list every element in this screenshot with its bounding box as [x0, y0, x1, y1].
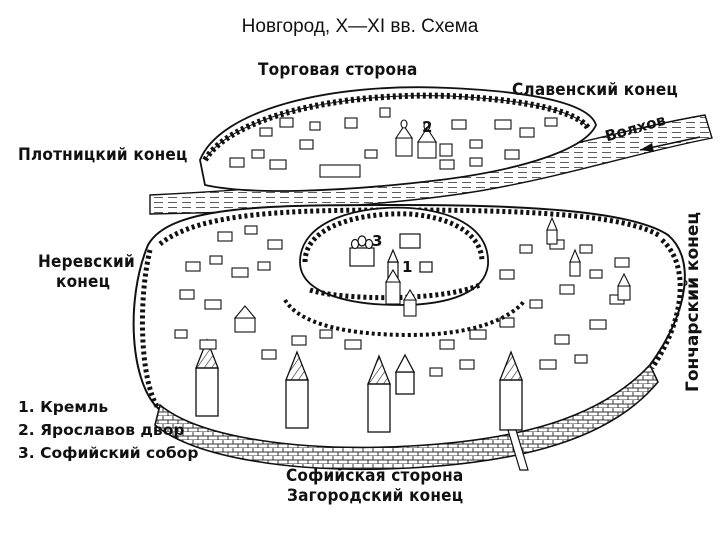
label-torgovaya-storona: Торговая сторона	[258, 60, 418, 80]
marker-1-kremlin: 1	[402, 258, 413, 276]
legend: 1. Кремль 2. Ярославов двор 3. Софийский…	[18, 396, 198, 465]
marker-2-yaroslav-court: 2	[422, 118, 433, 136]
label-plotnitsky-konets: Плотницкий конец	[18, 145, 188, 165]
label-slavensky-konets: Славенский конец	[512, 80, 678, 100]
sofia-side-area	[132, 203, 686, 471]
sofia-side-buildings	[174, 216, 631, 377]
label-zagorodsky-konets: Загородский конец	[287, 486, 464, 506]
inner-rampart	[283, 298, 527, 338]
label-nerevsky-line1: Неревский	[38, 252, 135, 272]
page-title: Новгород, X—XI вв. Схема	[241, 16, 479, 37]
marker-3-sofia-cathedral: 3	[372, 232, 383, 250]
trade-side-area	[199, 86, 597, 192]
legend-item-yaroslav-court: 2. Ярославов двор	[18, 421, 185, 439]
label-goncharsky-konets: Гончарский конец	[683, 211, 703, 392]
label-sofiyskaya-storona: Софийская сторона	[286, 466, 464, 486]
flow-arrow-head	[640, 143, 654, 152]
label-nerevsky-line2: конец	[56, 272, 111, 292]
legend-item-sofia-cathedral: 3. Софийский собор	[18, 444, 199, 462]
kremlin	[299, 206, 489, 317]
legend-item-kremlin: 1. Кремль	[18, 398, 109, 416]
